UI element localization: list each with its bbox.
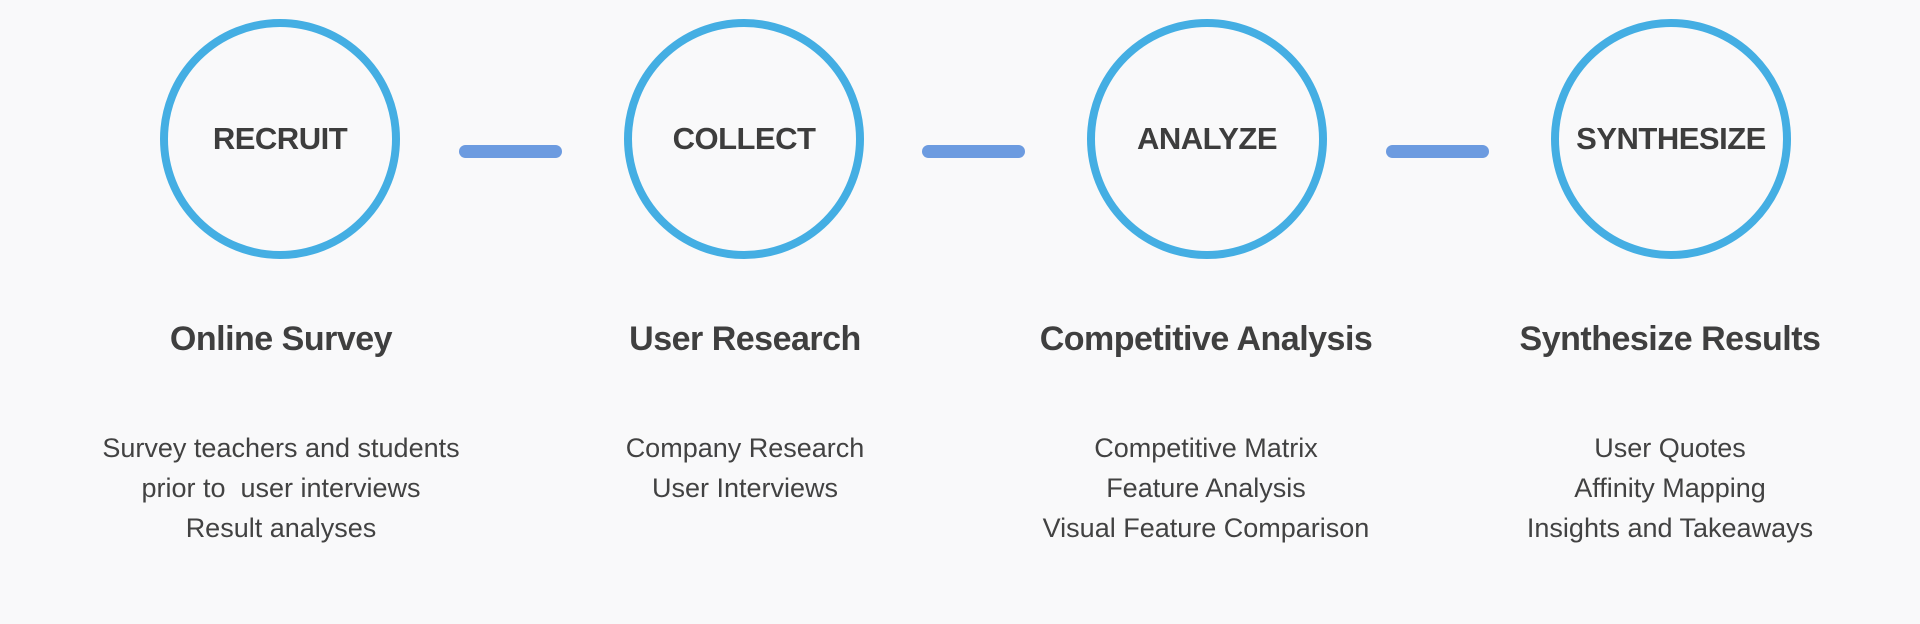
- connector-recruit-collect: [459, 145, 562, 158]
- step-circle-collect: COLLECT: [624, 19, 864, 259]
- detail-line: Feature Analysis: [1106, 473, 1306, 503]
- step-circle-synthesize: SYNTHESIZE: [1551, 19, 1791, 259]
- step-label-collect: COLLECT: [672, 121, 816, 156]
- connector-analyze-synthesize: [1386, 145, 1489, 158]
- step-details-synthesize-results: User Quotes Affinity Mapping Insights an…: [1450, 428, 1890, 548]
- step-circle-recruit: RECRUIT: [160, 19, 400, 259]
- detail-line: prior to user interviews: [141, 473, 421, 503]
- step-title-user-research: User Research: [629, 320, 861, 358]
- detail-line: Company Research: [625, 433, 865, 463]
- detail-line: Competitive Matrix: [1094, 433, 1318, 463]
- step-details-user-research: Company Research User Interviews: [525, 428, 965, 508]
- step-label-analyze: ANALYZE: [1136, 121, 1278, 156]
- detail-line: Survey teachers and students: [102, 433, 460, 463]
- step-details-online-survey: Survey teachers and students prior to us…: [61, 428, 501, 548]
- step-title-synthesize-results: Synthesize Results: [1519, 320, 1821, 358]
- step-title-online-survey: Online Survey: [169, 320, 393, 358]
- step-label-synthesize: SYNTHESIZE: [1576, 121, 1766, 156]
- step-details-competitive-analysis: Competitive Matrix Feature Analysis Visu…: [986, 428, 1426, 548]
- step-circle-analyze: ANALYZE: [1087, 19, 1327, 259]
- step-label-recruit: RECRUIT: [212, 121, 348, 156]
- detail-line: Insights and Takeaways: [1526, 513, 1814, 543]
- detail-line: User Interviews: [651, 473, 839, 503]
- connector-collect-analyze: [922, 145, 1025, 158]
- detail-line: Result analyses: [185, 513, 377, 543]
- step-title-competitive-analysis: Competitive Analysis: [1039, 320, 1373, 358]
- detail-line: Visual Feature Comparison: [1042, 513, 1370, 543]
- detail-line: Affinity Mapping: [1574, 473, 1766, 503]
- detail-line: User Quotes: [1594, 433, 1746, 463]
